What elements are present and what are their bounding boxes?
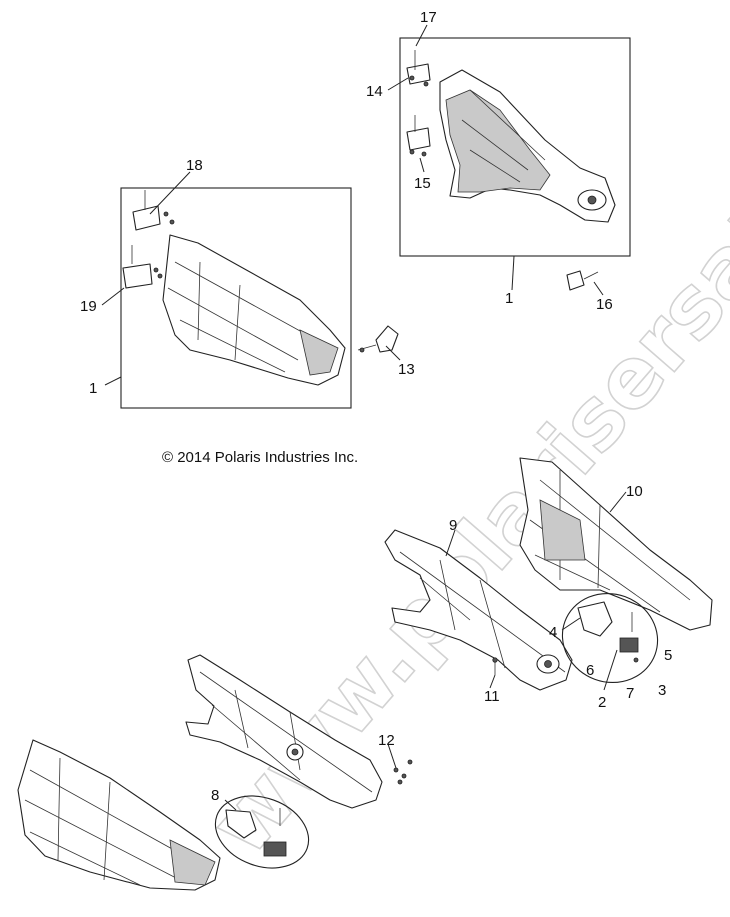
callout-2: 2	[598, 694, 606, 711]
middle-left-box	[120, 187, 352, 409]
callout-13: 13	[398, 361, 415, 378]
upper-right-assembly	[399, 37, 631, 257]
door-panel-10	[519, 457, 713, 631]
callout-5: 5	[664, 647, 672, 664]
callout-17: 17	[420, 9, 437, 26]
middle-left-assembly	[120, 187, 352, 409]
latch-detail-upper	[561, 592, 659, 684]
callout-1-upper: 1	[505, 290, 513, 307]
latch-block-2	[619, 637, 639, 653]
door-frame-lower	[185, 654, 383, 809]
callout-12: 12	[378, 732, 395, 749]
part-12	[393, 759, 413, 785]
door-frame-9	[384, 529, 573, 691]
callout-16: 16	[596, 296, 613, 313]
hinge-upper-14	[406, 63, 431, 85]
copyright-text: © 2014 Polaris Industries Inc.	[162, 449, 358, 466]
callout-14: 14	[366, 83, 383, 100]
callout-1-middle: 1	[89, 380, 97, 397]
part-11	[492, 657, 498, 675]
part-16	[566, 270, 599, 291]
callout-7: 7	[626, 685, 634, 702]
door-panel	[162, 234, 346, 386]
door-panel-lower	[17, 739, 221, 891]
callout-10: 10	[626, 483, 643, 500]
upper-right-box	[399, 37, 631, 257]
callout-11: 11	[484, 688, 500, 705]
part-13	[357, 325, 399, 353]
latch-detail-lower	[214, 795, 310, 869]
callout-15: 15	[414, 175, 431, 192]
leader-lines	[101, 24, 627, 811]
callout-numbers: 17 14 15 1 16 18 19 1 13 10 9 4 5 6 2 7 …	[80, 9, 672, 804]
hinge-lower-15	[406, 127, 431, 151]
callout-9: 9	[449, 517, 457, 534]
hinge-upper-18	[132, 205, 161, 231]
callout-18: 18	[186, 157, 203, 174]
callout-3: 3	[658, 682, 666, 699]
callout-4: 4	[549, 624, 557, 641]
hinge-lower-19	[122, 263, 153, 289]
callout-8: 8	[211, 787, 219, 804]
latch-handle-4	[577, 601, 613, 637]
callout-19: 19	[80, 298, 97, 315]
latch-handle-8	[225, 809, 257, 839]
callout-6: 6	[586, 662, 594, 679]
